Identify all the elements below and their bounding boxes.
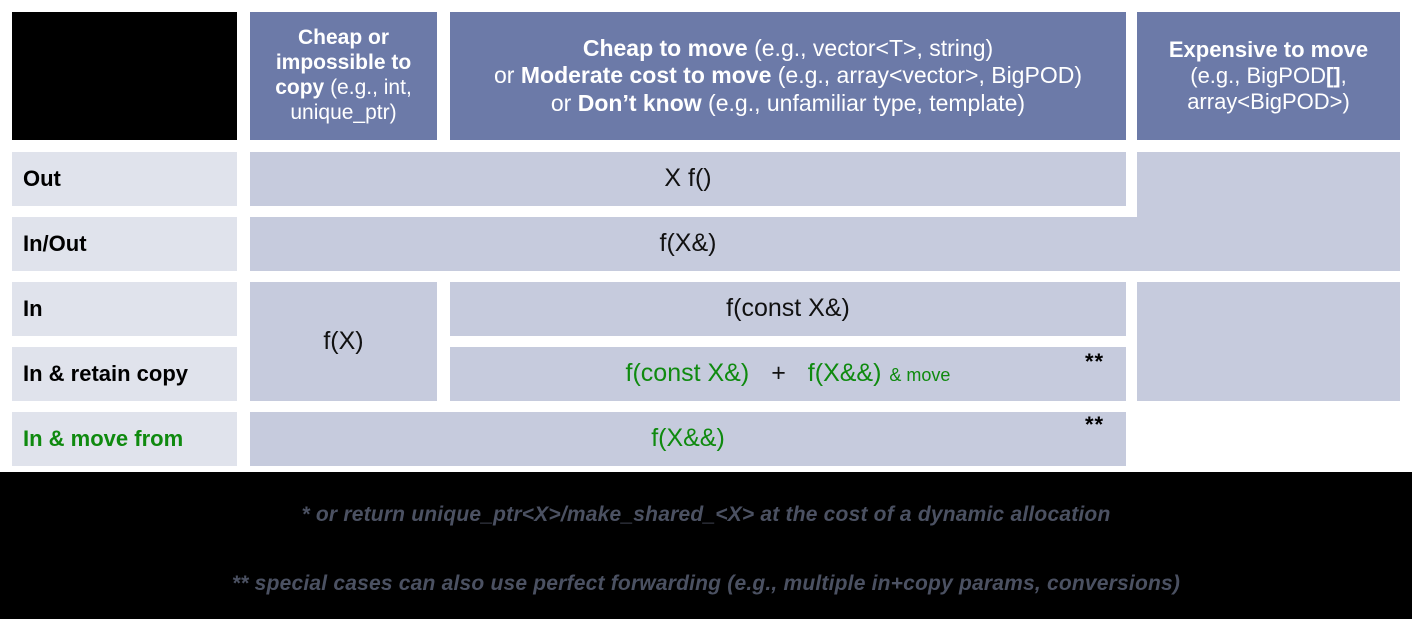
- cell-in-const-ref-text: f(const X&): [726, 294, 850, 323]
- row-label-in-move-from: In & move from: [12, 412, 237, 466]
- header-cheap-copy-line2: impossible to: [275, 51, 412, 75]
- cell-in-out-value-text: f(X&): [659, 229, 717, 258]
- header-expensive-l3: array<BigPOD>): [1187, 88, 1350, 114]
- cell-in-retain-copy-note: & move: [889, 365, 951, 386]
- footnote-marker-in-retain-copy: **: [1085, 349, 1105, 374]
- row-label-in-move-from-text: In & move from: [23, 426, 184, 452]
- header-expensive-l2-bold: []: [1325, 63, 1341, 89]
- header-cheap-copy-line1: Cheap or: [297, 26, 389, 50]
- row-label-in-text: In: [23, 296, 43, 322]
- cell-in-move-from-value: f(X&&): [250, 412, 1126, 466]
- header-cheap-to-move: Cheap to move (e.g., vector<T>, string) …: [450, 12, 1126, 140]
- cell-fx-span: f(X): [250, 282, 437, 401]
- footer-panel: * or return unique_ptr<X>/make_shared_<X…: [0, 472, 1412, 619]
- header-corner-blank: [12, 12, 237, 140]
- header-cheap-move-l3-bold: Don’t know: [577, 89, 702, 116]
- cell-in-retain-copy-b: f(X&&): [807, 359, 882, 388]
- row-label-out-text: Out: [23, 166, 61, 192]
- footnote-marker-in-move-from: **: [1085, 412, 1105, 437]
- cell-in-expensive-blank: [1137, 282, 1400, 401]
- header-cheap-move-l2-pre: or: [494, 62, 521, 89]
- header-cheap-copy-line3-rest: (e.g., int,: [324, 76, 412, 99]
- header-expensive-l2-post: ,: [1340, 63, 1347, 89]
- header-cheap-move-l2-rest: (e.g., array<vector>, BigPOD): [771, 62, 1082, 89]
- header-expensive-to-move: Expensive to move (e.g., BigPOD[], array…: [1137, 12, 1400, 140]
- row-label-in-out: In/Out: [12, 217, 237, 271]
- header-expensive-l1-bold: Expensive to move: [1168, 37, 1369, 63]
- footnote-double-star: ** special cases can also use perfect fo…: [231, 572, 1181, 595]
- header-cheap-copy-line3-bold: copy: [275, 76, 325, 99]
- cell-in-move-from-text: f(X&&): [651, 424, 725, 453]
- cell-in-retain-copy-plus: +: [771, 359, 786, 388]
- header-cheap-move-l3-rest: (e.g., unfamiliar type, template): [701, 89, 1026, 116]
- header-cheap-move-l2-bold: Moderate cost to move: [520, 62, 772, 89]
- header-cheap-move-l1-rest: (e.g., vector<T>, string): [747, 35, 994, 62]
- row-label-in-retain-copy-text: In & retain copy: [23, 361, 189, 387]
- cell-out-value: X f(): [250, 152, 1126, 206]
- header-cheap-move-l1-bold: Cheap to move: [582, 35, 748, 62]
- cell-out-value-text: X f(): [664, 164, 712, 193]
- row-label-out: Out: [12, 152, 237, 206]
- footnote-single-star: * or return unique_ptr<X>/make_shared_<X…: [301, 503, 1111, 526]
- header-cheap-move-l3-pre: or: [550, 89, 578, 116]
- cell-in-retain-copy-a: f(const X&): [625, 359, 750, 388]
- row-label-in: In: [12, 282, 237, 336]
- header-cheap-or-impossible-to-copy: Cheap or impossible to copy (e.g., int, …: [250, 12, 437, 140]
- row-label-in-retain-copy: In & retain copy: [12, 347, 237, 401]
- cell-fx-span-text: f(X): [323, 326, 364, 355]
- cell-in-retain-copy-value: f(const X&) + f(X&&) & move: [450, 347, 1126, 401]
- cell-in-out-value: f(X&): [250, 217, 1400, 271]
- cell-in-const-ref: f(const X&): [450, 282, 1126, 336]
- header-cheap-copy-line4: unique_ptr): [290, 100, 397, 124]
- row-label-in-out-text: In/Out: [23, 231, 87, 257]
- header-expensive-l2-pre: (e.g., BigPOD: [1190, 63, 1326, 89]
